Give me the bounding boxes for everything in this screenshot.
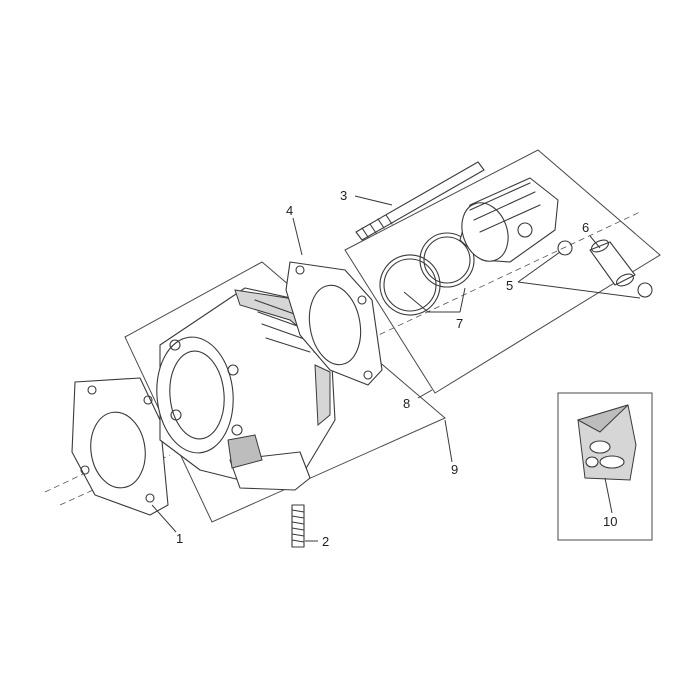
callout-7: 7: [456, 316, 463, 331]
circlip-upper[interactable]: [557, 240, 573, 256]
callout-1: 1: [176, 531, 183, 546]
callout-10: 10: [603, 514, 617, 529]
leader-lines: [151, 195, 641, 542]
callout-8: 8: [403, 396, 410, 411]
kit-frame-9: [124, 261, 446, 523]
piston[interactable]: [454, 177, 559, 268]
callout-9: 9: [451, 462, 458, 477]
head-gasket[interactable]: [285, 261, 383, 386]
kit-frame-8: [344, 149, 661, 394]
piston-rings[interactable]: [375, 232, 475, 320]
callout-5: 5: [506, 278, 513, 293]
stud-bolt[interactable]: [291, 504, 305, 548]
callout-3: 3: [340, 188, 347, 203]
callout-4: 4: [286, 203, 293, 218]
kit-frame-10: [557, 392, 653, 541]
circlip-lower[interactable]: [637, 282, 653, 298]
piston-pin[interactable]: [589, 238, 636, 289]
callout-6: 6: [582, 220, 589, 235]
base-gasket[interactable]: [71, 377, 169, 516]
callout-2: 2: [322, 534, 329, 549]
tie-rod[interactable]: [355, 161, 485, 241]
gasket-kit-bag[interactable]: [576, 404, 637, 481]
